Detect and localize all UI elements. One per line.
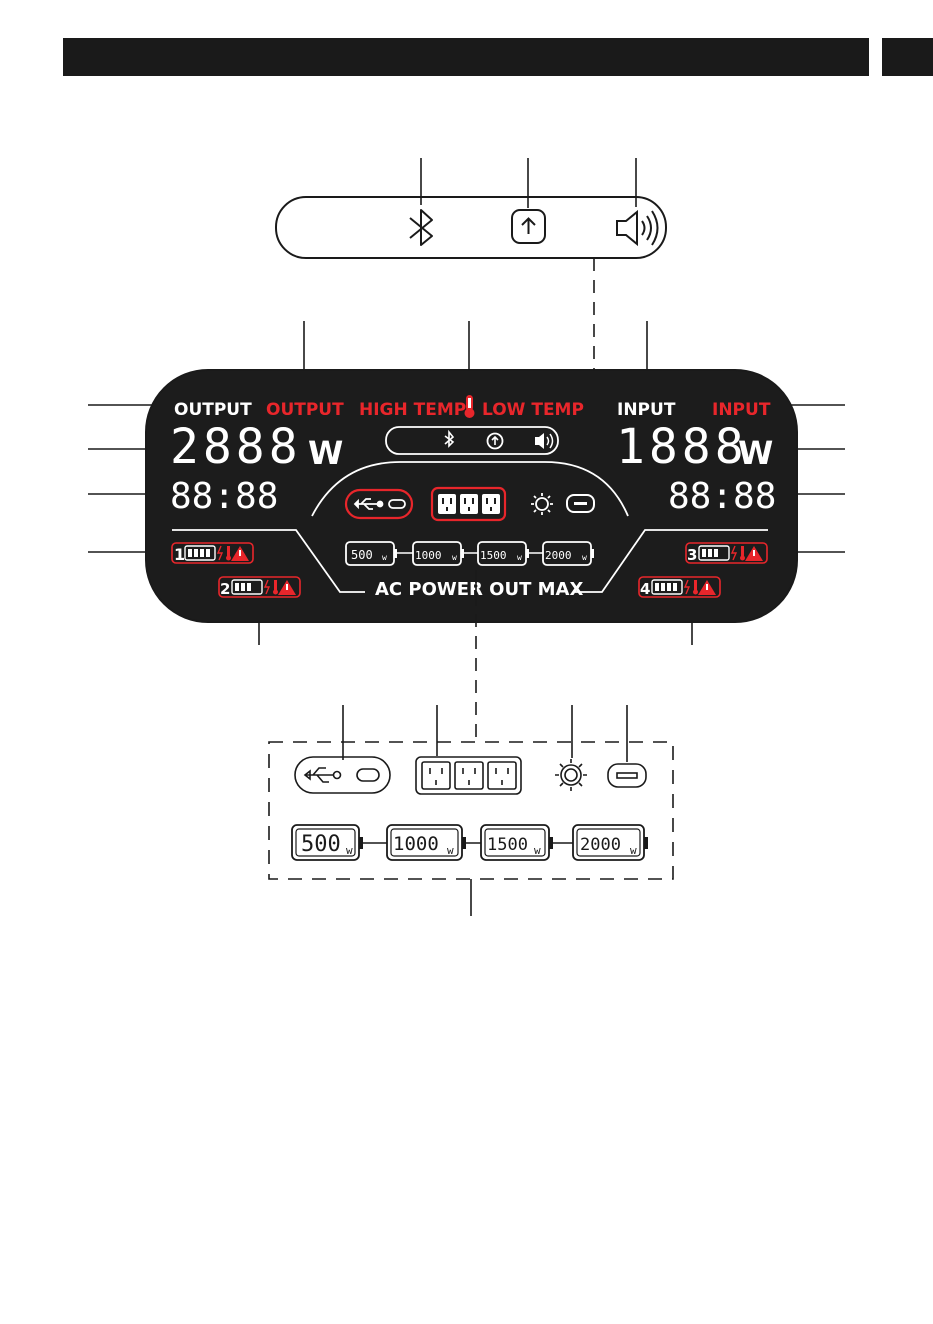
input-time: 88:88 — [668, 476, 776, 517]
low-temp-label: LOW TEMP — [482, 400, 584, 420]
svg-text:w: w — [630, 844, 637, 857]
input-watts: 1888 — [616, 419, 748, 475]
power-detail-1500-value: 1500 — [487, 835, 528, 855]
power-1000: 1000 — [415, 549, 442, 562]
power-detail-2000-value: 2000 — [580, 835, 621, 855]
power-500: 500 — [351, 548, 373, 562]
usb-detail-icon — [295, 757, 390, 793]
svg-text:w: w — [382, 553, 387, 562]
output-time: 88:88 — [170, 476, 278, 517]
input-unit: W — [738, 434, 773, 472]
svg-text:1: 1 — [174, 545, 185, 564]
output-watts: 2888 — [170, 419, 302, 475]
dc-port-detail-icon — [608, 764, 646, 787]
svg-text:w: w — [452, 553, 457, 562]
output-label-red: OUTPUT — [266, 400, 344, 420]
input-label: INPUT — [617, 400, 676, 420]
svg-text:2: 2 — [220, 580, 230, 598]
sun-detail-icon — [555, 759, 587, 791]
power-detail-1000-value: 1000 — [393, 833, 439, 855]
svg-text:4: 4 — [640, 580, 650, 598]
input-label-red: INPUT — [712, 400, 771, 420]
output-unit: W — [308, 434, 343, 472]
ac-outlet-detail-icon — [416, 757, 521, 794]
svg-text:3: 3 — [687, 546, 697, 564]
output-label: OUTPUT — [174, 400, 252, 420]
ac-outlet-icon — [438, 494, 500, 514]
power-1500: 1500 — [480, 549, 507, 562]
svg-text:w: w — [447, 844, 454, 857]
svg-text:w: w — [534, 844, 541, 857]
ac-power-out-max: AC POWER OUT MAX — [375, 579, 583, 600]
svg-text:w: w — [346, 844, 353, 857]
power-2000: 2000 — [545, 549, 572, 562]
svg-text:w: w — [517, 553, 522, 562]
svg-text:w: w — [582, 553, 587, 562]
power-detail-500-value: 500 — [301, 832, 341, 857]
high-temp-label: HIGH TEMP — [359, 400, 466, 420]
detail-box: 500 1000 1500 2000 w w w w — [269, 705, 673, 916]
